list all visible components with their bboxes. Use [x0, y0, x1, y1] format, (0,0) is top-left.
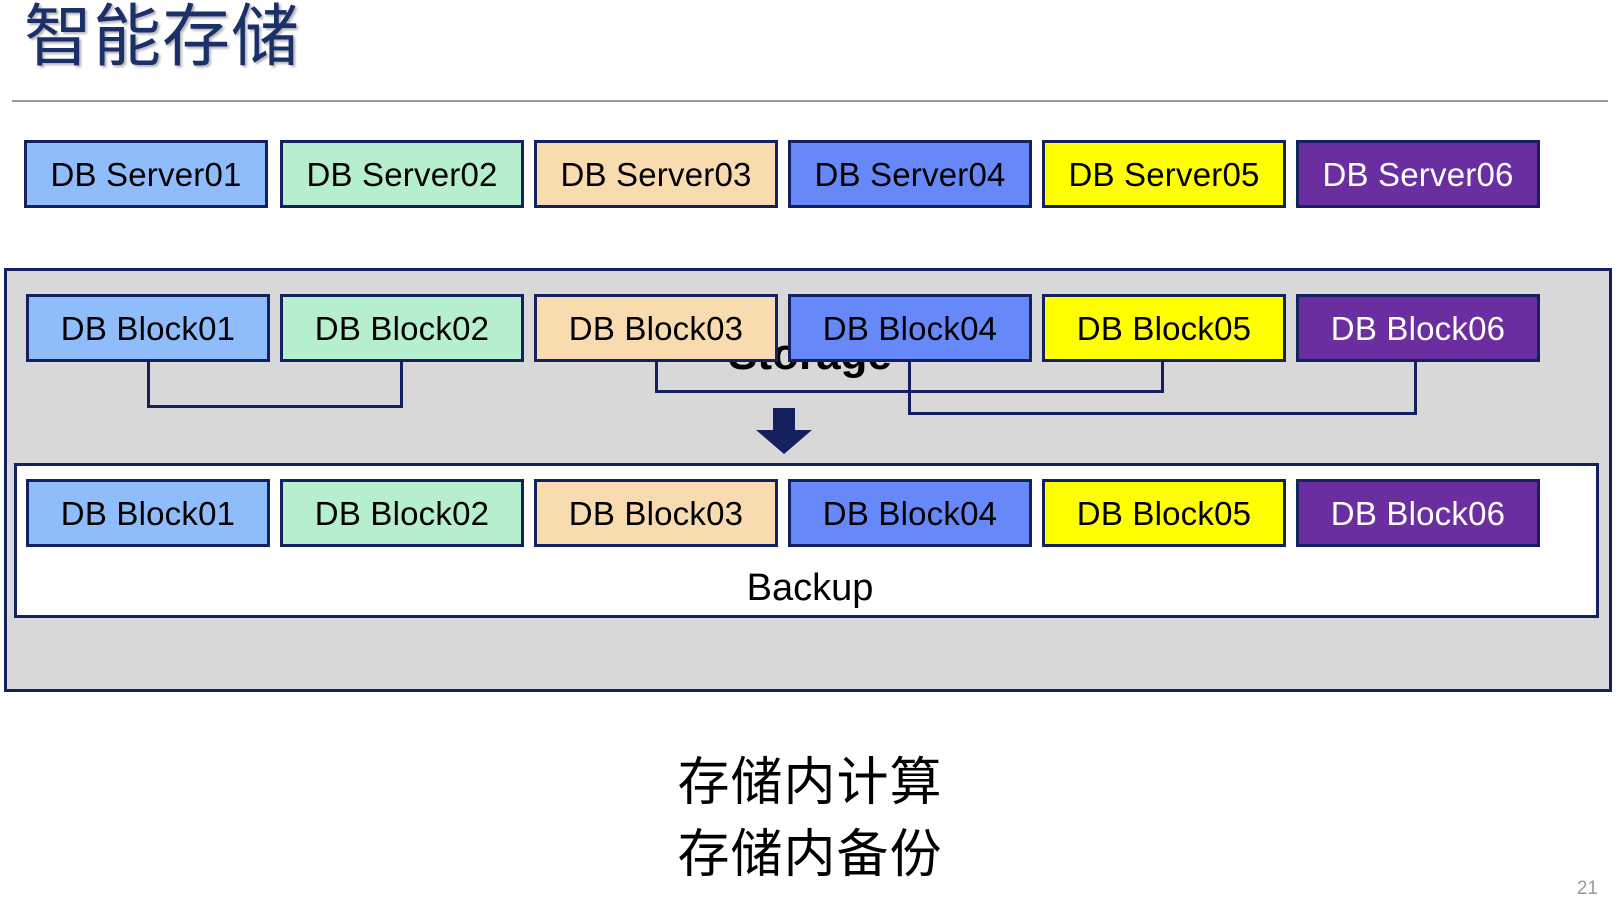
- page-title: 智能存储: [24, 0, 301, 75]
- backup-label: Backup: [746, 567, 874, 609]
- db-server-2[interactable]: DB Server02: [280, 140, 524, 208]
- db-server-5[interactable]: DB Server05: [1042, 140, 1286, 208]
- connector-vertical-block06: [1414, 362, 1417, 415]
- db-block-backup-4[interactable]: DB Block04: [788, 479, 1032, 547]
- caption-in-storage-backup: 存储内备份: [677, 826, 943, 884]
- db-block-primary-2[interactable]: DB Block02: [280, 294, 524, 362]
- connector-vertical-block03: [655, 362, 658, 393]
- db-block-primary-6[interactable]: DB Block06: [1296, 294, 1540, 362]
- db-block-backup-2[interactable]: DB Block02: [280, 479, 524, 547]
- connector-vertical-block04: [908, 362, 911, 415]
- connector-vertical-block02: [400, 362, 403, 408]
- db-server-3[interactable]: DB Server03: [534, 140, 778, 208]
- connector-vertical-block01: [147, 362, 150, 408]
- db-block-primary-5[interactable]: DB Block05: [1042, 294, 1286, 362]
- db-block-primary-3[interactable]: DB Block03: [534, 294, 778, 362]
- connector-horizontal-left: [147, 405, 403, 408]
- caption-in-storage-compute: 存储内计算: [677, 754, 943, 812]
- db-block-backup-3[interactable]: DB Block03: [534, 479, 778, 547]
- page-number: 21: [1576, 878, 1598, 899]
- db-block-primary-4[interactable]: DB Block04: [788, 294, 1032, 362]
- db-block-backup-5[interactable]: DB Block05: [1042, 479, 1286, 547]
- db-server-1[interactable]: DB Server01: [24, 140, 268, 208]
- db-block-primary-1[interactable]: DB Block01: [26, 294, 270, 362]
- db-server-4[interactable]: DB Server04: [788, 140, 1032, 208]
- db-server-6[interactable]: DB Server06: [1296, 140, 1540, 208]
- down-arrow-icon: [756, 408, 812, 454]
- connector-horizontal-right: [908, 412, 1417, 415]
- db-block-backup-1[interactable]: DB Block01: [26, 479, 270, 547]
- connector-vertical-block05: [1161, 362, 1164, 393]
- title-divider: [12, 100, 1608, 102]
- db-block-backup-6[interactable]: DB Block06: [1296, 479, 1540, 547]
